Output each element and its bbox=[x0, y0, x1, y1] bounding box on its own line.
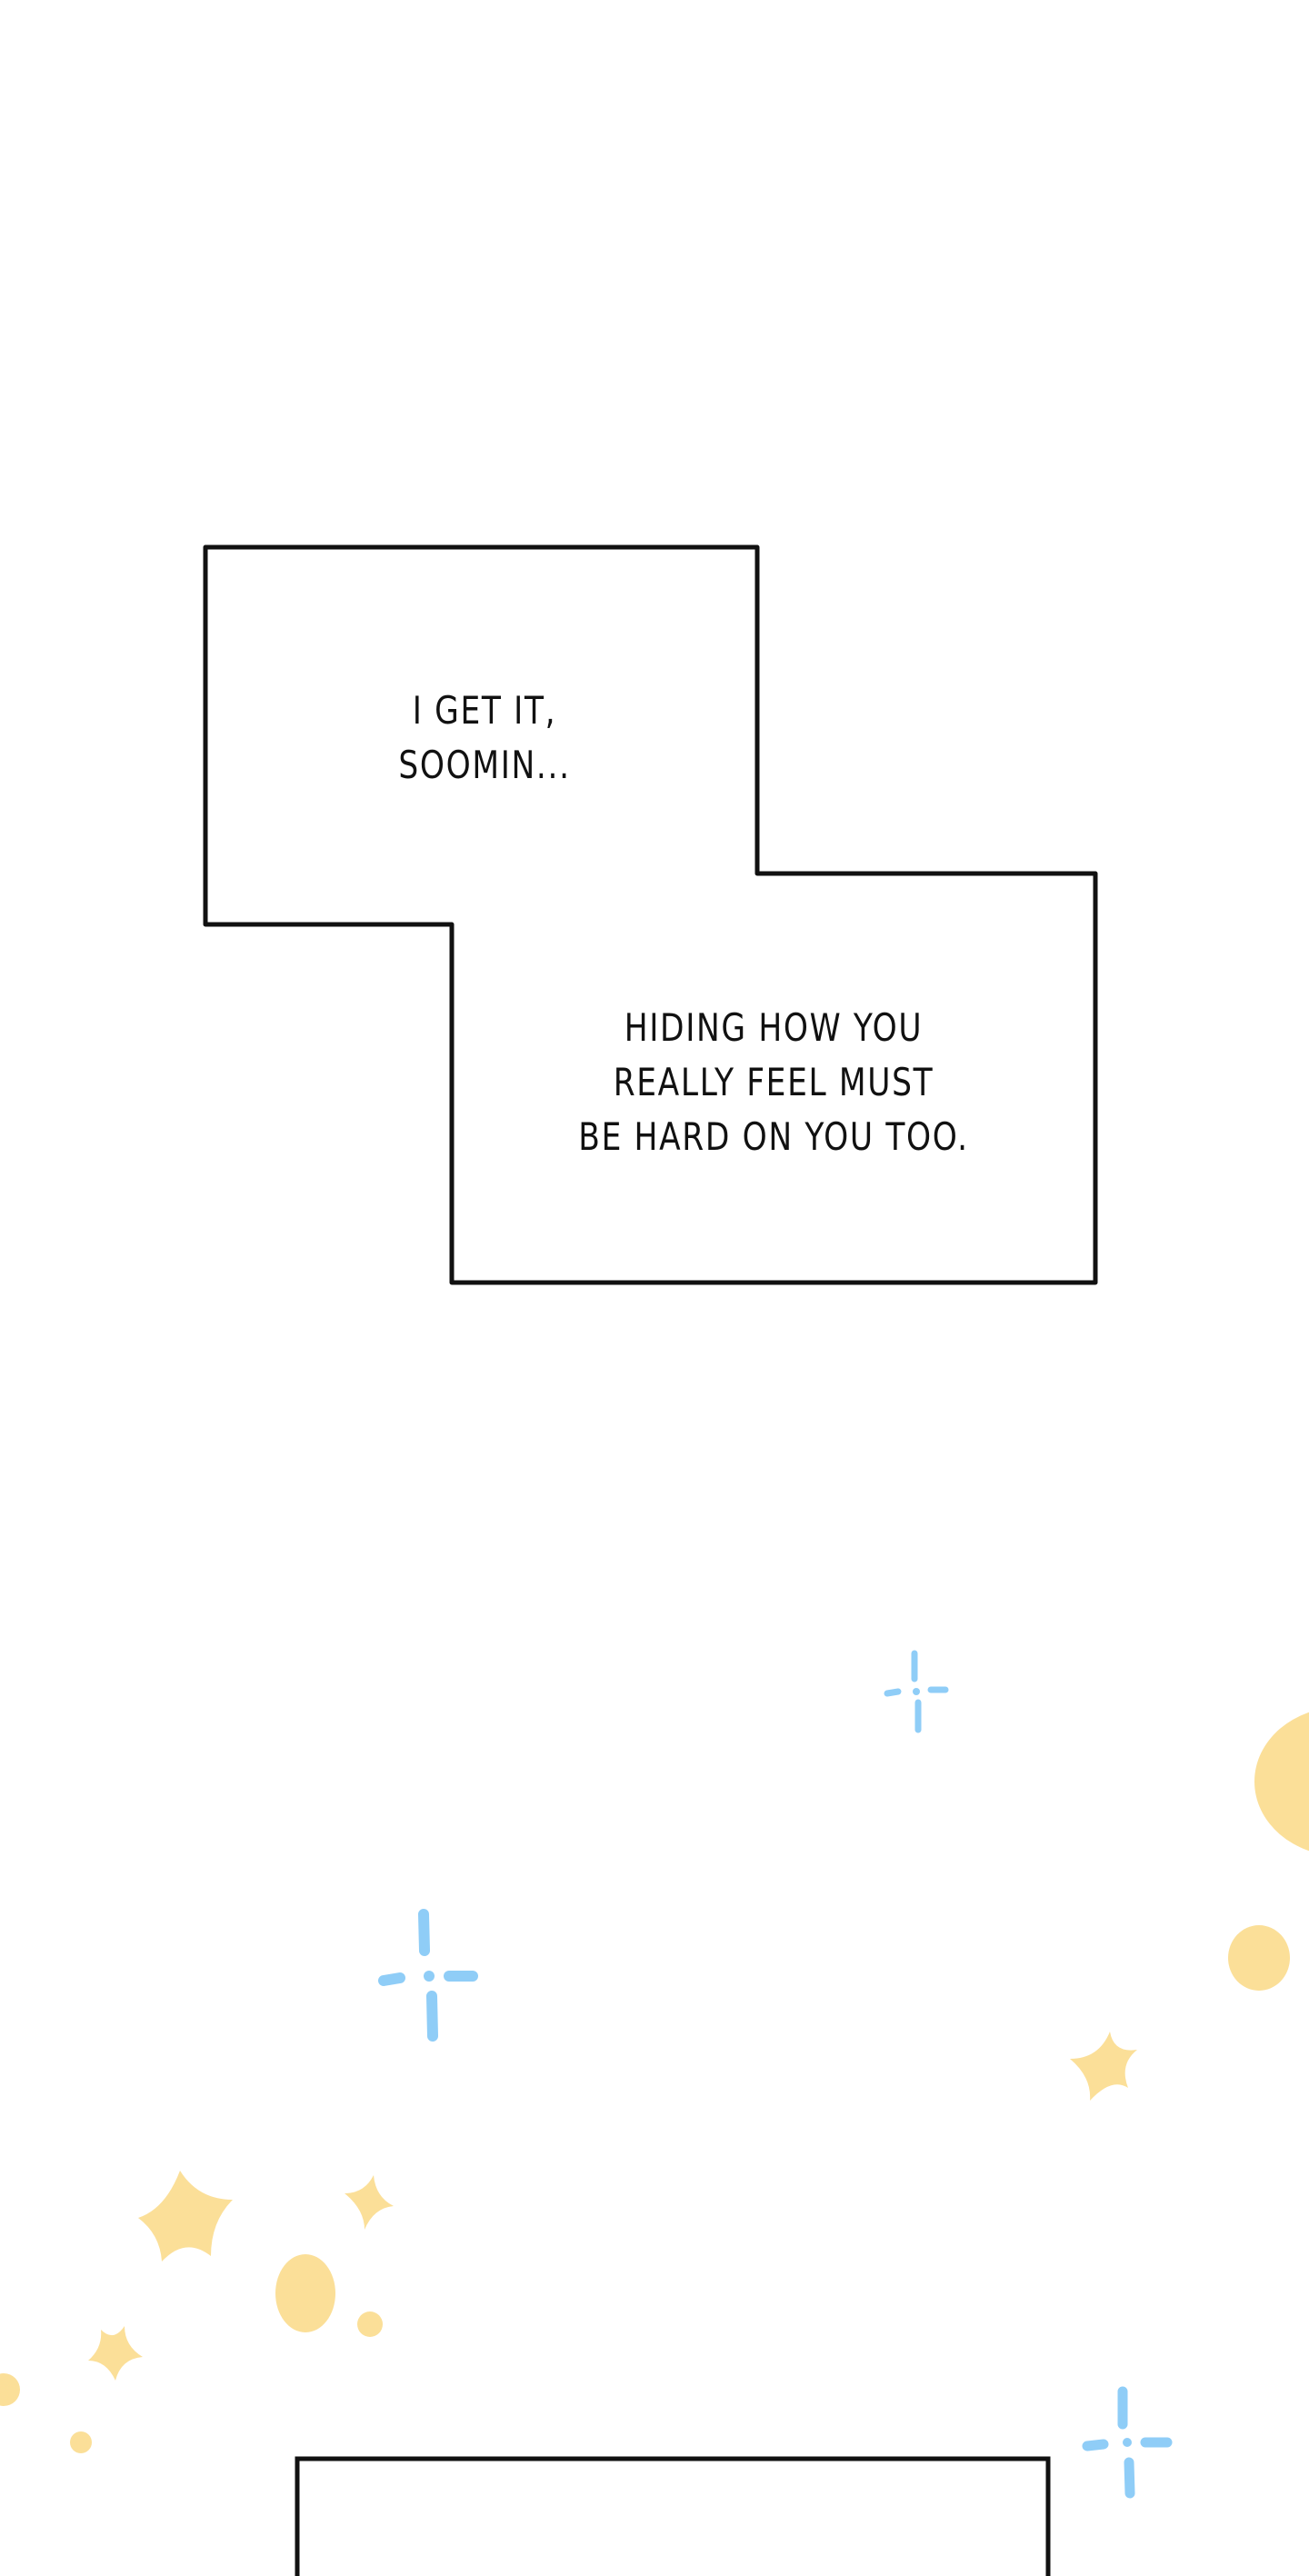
yellow-dot-icon bbox=[357, 2311, 383, 2337]
caption-line: HIDING HOW YOU bbox=[624, 1005, 924, 1050]
yellow-sparkles bbox=[0, 1712, 1309, 2453]
narration-box-outline bbox=[203, 544, 1098, 1285]
narration-caption-1: I GET IT, SOOMIN... bbox=[398, 684, 570, 793]
next-panel-box bbox=[295, 2456, 1051, 2576]
yellow-star-icon bbox=[138, 2171, 233, 2261]
yellow-dot-icon bbox=[0, 2373, 20, 2406]
blue-sparkle-icon bbox=[884, 1650, 949, 1733]
yellow-star-icon bbox=[345, 2175, 394, 2230]
caption-line: SOOMIN... bbox=[398, 743, 571, 787]
caption-line: I GET IT, bbox=[412, 688, 557, 733]
yellow-star-icon bbox=[1070, 2032, 1137, 2101]
yellow-circle-icon bbox=[1254, 1712, 1309, 1852]
caption-line: BE HARD ON YOU TOO. bbox=[578, 1114, 969, 1159]
yellow-dot-icon bbox=[70, 2431, 92, 2453]
yellow-dot-icon bbox=[1228, 1925, 1290, 1991]
blue-sparkles bbox=[378, 1650, 1173, 2499]
narration-caption-2: HIDING HOW YOU REALLY FEEL MUST BE HARD … bbox=[578, 1001, 968, 1164]
yellow-star-icon bbox=[88, 2326, 143, 2381]
yellow-dot-icon bbox=[275, 2254, 335, 2332]
blue-sparkle-icon bbox=[1082, 2386, 1173, 2499]
blue-sparkle-icon bbox=[378, 1909, 478, 2042]
caption-line: REALLY FEEL MUST bbox=[613, 1060, 934, 1104]
